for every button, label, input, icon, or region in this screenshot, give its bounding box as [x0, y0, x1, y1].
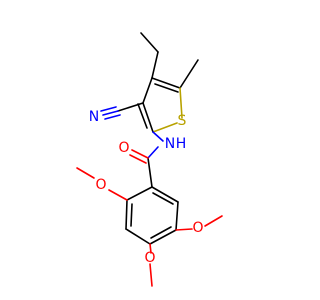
- bond-b3-b4: [125, 228, 151, 245]
- bond-ethyl-ch3: [140, 32, 159, 53]
- bond-nh-carbonyl: [147, 146, 159, 159]
- bond-carbonyl-o-double: [129, 154, 147, 164]
- methoxy-o-4-label: O: [144, 250, 155, 266]
- bond-b2-b3: [125, 199, 128, 230]
- nitrile-n-label: N: [89, 109, 99, 125]
- methoxy-o-5-label: O: [192, 220, 203, 236]
- bond-b1-b2: [126, 186, 153, 201]
- molecule-structure: N S N H O O O O: [76, 32, 223, 287]
- bond-b2-b3-inner: [130, 203, 133, 227]
- bond-c2-c3-double: [137, 103, 148, 129]
- bond-b5-b6: [175, 201, 179, 231]
- bond-ethyl-ch2: [151, 51, 159, 79]
- bond-o-me-4: [149, 263, 153, 287]
- bond-carbonyl-ring: [147, 157, 153, 188]
- bond-c2-nh: [152, 131, 164, 142]
- bond-b4-b5: [149, 229, 177, 245]
- bond-o-me-5: [204, 215, 223, 227]
- bond-b2-o: [108, 189, 128, 201]
- bond-c5-s: [179, 87, 183, 119]
- bond-nitrile-triple-3: [104, 114, 121, 120]
- bond-c4-c5: [151, 77, 181, 89]
- bond-s-c2: [152, 122, 178, 133]
- amide-h-label: H: [176, 136, 187, 152]
- methoxy-o-2-label: O: [95, 177, 106, 193]
- bond-nitrile-triple-1: [102, 110, 119, 116]
- bond-o-me-2: [76, 167, 95, 179]
- structure-canvas: N S N H O O O O: [76, 32, 223, 287]
- bond-c3-c4: [142, 77, 153, 104]
- bond-nitrile-triple-2: [100, 106, 117, 112]
- bond-carbonyl-o: [131, 149, 149, 159]
- bond-c3-cn: [117, 102, 144, 112]
- bond-b4-b5-inner: [150, 226, 172, 239]
- bond-c5-methyl: [179, 59, 199, 89]
- bond-b5-o: [175, 228, 193, 231]
- bond-c2-c3: [142, 102, 154, 133]
- carbonyl-o-label: O: [118, 140, 129, 156]
- bond-b6-b1-inner: [152, 192, 174, 205]
- sulfur-label: S: [178, 113, 187, 129]
- bond-b4-o: [149, 243, 152, 254]
- bond-b6-b1: [151, 186, 179, 203]
- amide-n-label: N: [165, 136, 175, 152]
- bond-c4-c5-double: [154, 83, 179, 93]
